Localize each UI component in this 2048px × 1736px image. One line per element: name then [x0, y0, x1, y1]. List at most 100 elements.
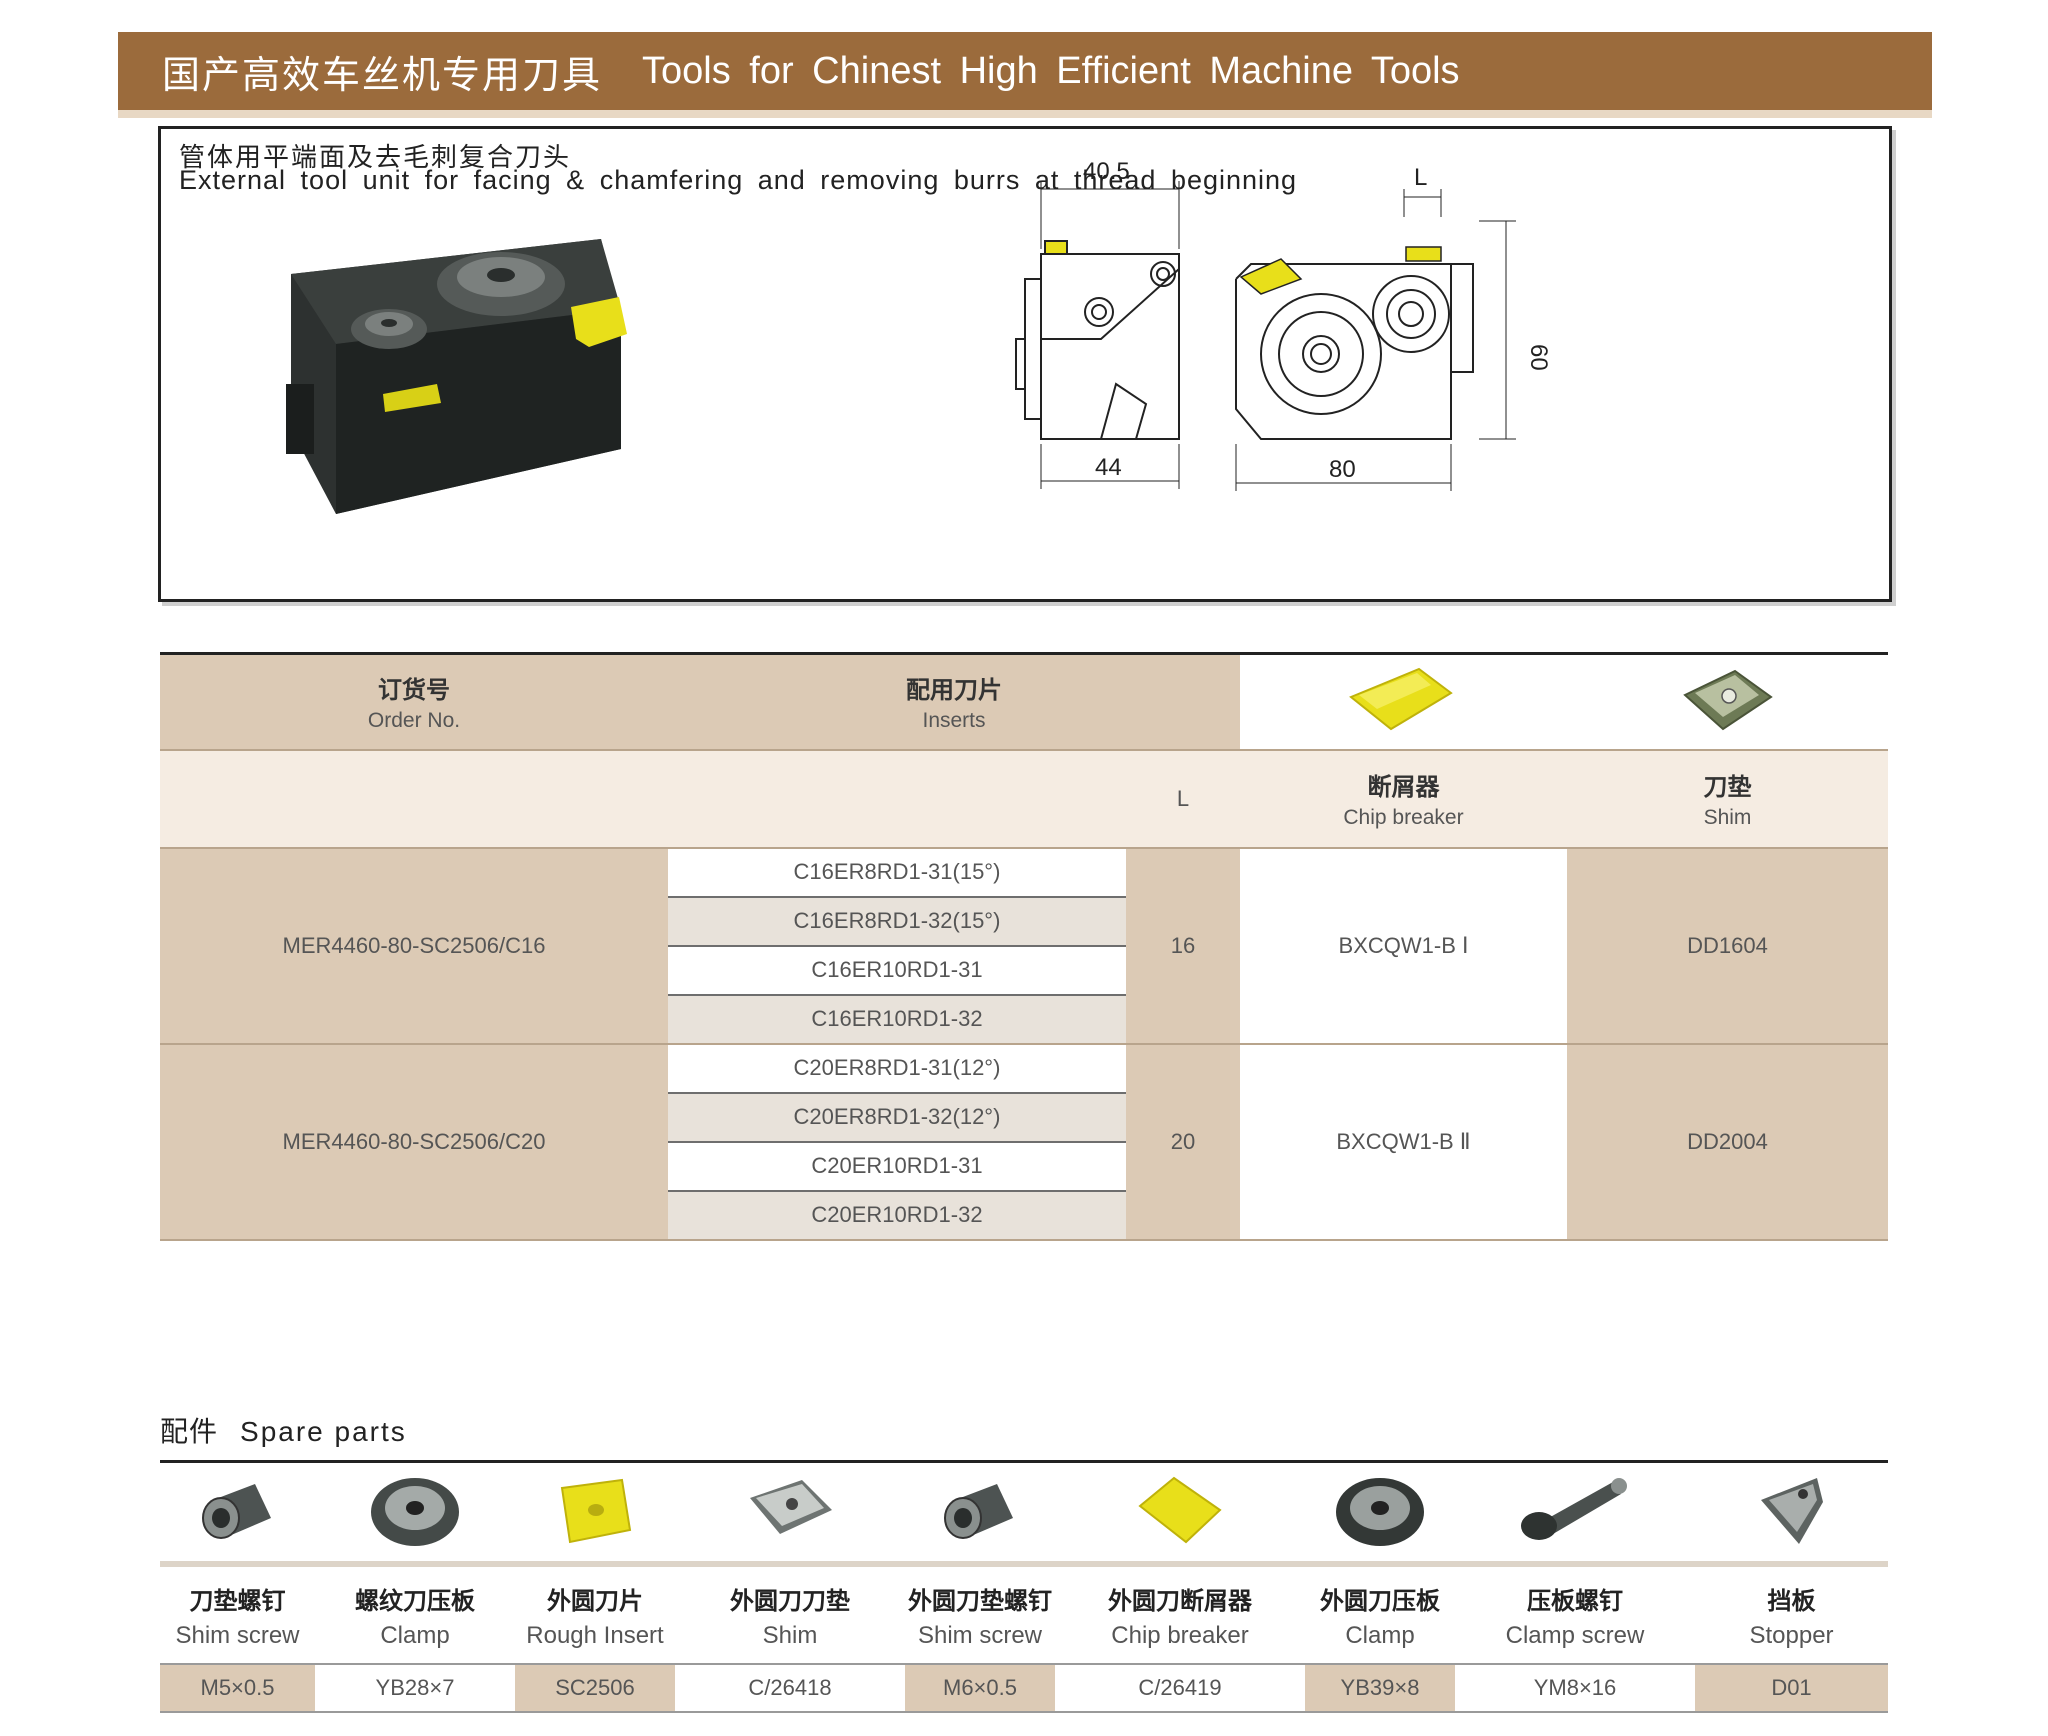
dim-height: 60 — [1525, 344, 1552, 371]
header-chip-breaker: 断屑器 Chip breaker — [1240, 749, 1567, 848]
chip-breaker-cell: BXCQW1-B Ⅰ — [1240, 847, 1567, 1045]
spare-part-zh: 外圆刀垫螺钉 — [908, 1587, 1052, 1615]
l-cell: 16 — [1126, 847, 1240, 1045]
spare-part-image — [315, 1461, 515, 1567]
page-header: 国产高效车丝机专用刀具 Tools for Chinest High Effic… — [118, 32, 1932, 118]
spare-part-code: YB39×8 — [1305, 1663, 1455, 1713]
header-inserts-en: Inserts — [922, 709, 986, 733]
table-row: MER4460-80-SC2506/C16 C16ER8RD1-31(15°) … — [160, 847, 1888, 1045]
spare-part-en: Shim screw — [917, 1621, 1043, 1649]
header-inserts: 配用刀片 Inserts — [668, 653, 1240, 750]
spare-part-image — [1695, 1461, 1888, 1567]
spare-part-code: YB28×7 — [315, 1663, 515, 1713]
shim-image — [1567, 653, 1888, 750]
spare-part-image — [1055, 1461, 1305, 1567]
header-shim: 刀垫 Shim — [1567, 749, 1888, 848]
spare-part-label: 外圆刀断屑器 Chip breaker — [1055, 1564, 1305, 1664]
header-shim-en: Shim — [1703, 806, 1752, 829]
stopper-icon — [1760, 1477, 1823, 1544]
spare-part-image — [1455, 1461, 1695, 1567]
spare-part-image — [905, 1461, 1055, 1567]
dim-bottom-right: 80 — [1329, 456, 1356, 483]
chip-breaker-cell: BXCQW1-B Ⅱ — [1240, 1043, 1567, 1241]
dim-top: 40.5 — [1083, 158, 1130, 185]
spare-part-code: SC2506 — [515, 1663, 675, 1713]
front-view-drawing — [1235, 189, 1516, 491]
shim-cell: DD2004 — [1567, 1043, 1888, 1241]
header-chip-breaker-en: Chip breaker — [1343, 806, 1464, 829]
order-no-cell: MER4460-80-SC2506/C20 — [160, 1043, 668, 1241]
order-no-cell: MER4460-80-SC2506/C16 — [160, 847, 668, 1045]
order-table: 订货号 Order No. 配用刀片 Inserts L 断屑器 Chip — [160, 652, 1888, 1241]
side-view-drawing — [1015, 181, 1180, 489]
spare-part-zh: 刀垫螺钉 — [189, 1587, 286, 1615]
insert-drawing — [1405, 246, 1442, 262]
spare-part-code: C/26419 — [1055, 1663, 1305, 1713]
spare-part-en: Rough Insert — [526, 1621, 664, 1649]
clamp-screw-icon — [1521, 1477, 1627, 1540]
spare-part-zh: 外圆刀压板 — [1320, 1587, 1440, 1615]
spare-part-image — [1305, 1461, 1455, 1567]
header-inserts-zh: 配用刀片 — [906, 677, 1002, 705]
dim-L: L — [1414, 164, 1427, 191]
spare-part-en: Shim — [762, 1621, 818, 1649]
spare-part-label: 螺纹刀压板 Clamp — [315, 1564, 515, 1664]
screw-icon — [201, 1483, 271, 1539]
insert-cell: C20ER10RD1-32 — [668, 1190, 1126, 1241]
spare-part-image — [160, 1461, 315, 1567]
header-order-no-zh: 订货号 — [378, 677, 450, 705]
clamp-icon — [1336, 1477, 1424, 1546]
chip-breaker-icon — [1138, 1476, 1222, 1543]
spare-parts-table: 刀垫螺钉 Shim screw 螺纹刀压板 Clamp 外圆刀片 Rough Inse… — [160, 1460, 1888, 1713]
chip-breaker-icon — [1348, 667, 1453, 730]
spare-part-image — [515, 1461, 675, 1567]
spare-parts-title: 配件 Spare parts — [160, 1410, 407, 1450]
insert-icon — [560, 1478, 632, 1543]
spare-part-zh: 外圆刀断屑器 — [1108, 1587, 1252, 1615]
insert-cell: C16ER8RD1-31(15°) — [668, 847, 1126, 898]
header-title-zh: 国产高效车丝机专用刀具 — [162, 54, 603, 97]
spare-part-zh: 螺纹刀压板 — [355, 1587, 475, 1615]
spare-part-code: D01 — [1695, 1663, 1888, 1713]
spare-part-zh: 压板螺钉 — [1527, 1587, 1623, 1615]
header-chip-breaker-zh: 断屑器 — [1367, 774, 1440, 801]
table-row: MER4460-80-SC2506/C20 C20ER8RD1-31(12°) … — [160, 1043, 1888, 1241]
screw-icon — [944, 1483, 1013, 1539]
chip-breaker-image — [1240, 653, 1567, 750]
figure-title-zh: 管体用平端面及去毛刺复合刀头 — [179, 142, 572, 172]
insert-cell: C20ER8RD1-31(12°) — [668, 1043, 1126, 1094]
insert-cell: C16ER10RD1-32 — [668, 994, 1126, 1045]
spare-part-label: 压板螺钉 Clamp screw — [1455, 1564, 1695, 1664]
spare-part-zh: 挡板 — [1767, 1587, 1816, 1615]
figure-title-en: External tool unit for facing & chamferi… — [179, 165, 1298, 195]
spare-part-code: M5×0.5 — [160, 1663, 315, 1713]
clamp-icon — [371, 1477, 459, 1546]
spare-part-label: 外圆刀片 Rough Insert — [515, 1564, 675, 1664]
shim-cell: DD1604 — [1567, 847, 1888, 1045]
spare-parts-title-zh: 配件 — [160, 1416, 219, 1447]
tool-unit-photo — [286, 239, 627, 514]
spare-parts-title-en: Spare parts — [240, 1416, 407, 1447]
tool-figure: 管体用平端面及去毛刺复合刀头 External tool unit for fa… — [158, 126, 1892, 602]
header-order-no-en: Order No. — [367, 709, 461, 733]
spare-part-zh: 外圆刀片 — [547, 1587, 643, 1615]
shim-icon — [1682, 669, 1773, 731]
spare-part-en: Clamp — [1345, 1621, 1415, 1649]
shim-icon — [750, 1479, 832, 1534]
header-shim-zh: 刀垫 — [1703, 774, 1752, 801]
insert-cell: C20ER8RD1-32(12°) — [668, 1092, 1126, 1143]
insert-cell: C16ER10RD1-31 — [668, 945, 1126, 996]
header-L: L — [1126, 749, 1240, 848]
spare-part-en: Chip breaker — [1111, 1621, 1249, 1649]
insert-cell: C20ER10RD1-31 — [668, 1141, 1126, 1192]
chip-breaker-drawing — [1239, 258, 1303, 295]
spare-part-en: Clamp screw — [1505, 1621, 1645, 1649]
spare-part-en: Clamp — [380, 1621, 450, 1649]
dim-bottom-left: 44 — [1095, 454, 1122, 481]
tool-drawing: 40.5 44 80 L 60 — [286, 158, 1552, 514]
spare-part-image — [675, 1461, 905, 1567]
spare-part-code: C/26418 — [675, 1663, 905, 1713]
insert-cell: C16ER8RD1-32(15°) — [668, 896, 1126, 947]
